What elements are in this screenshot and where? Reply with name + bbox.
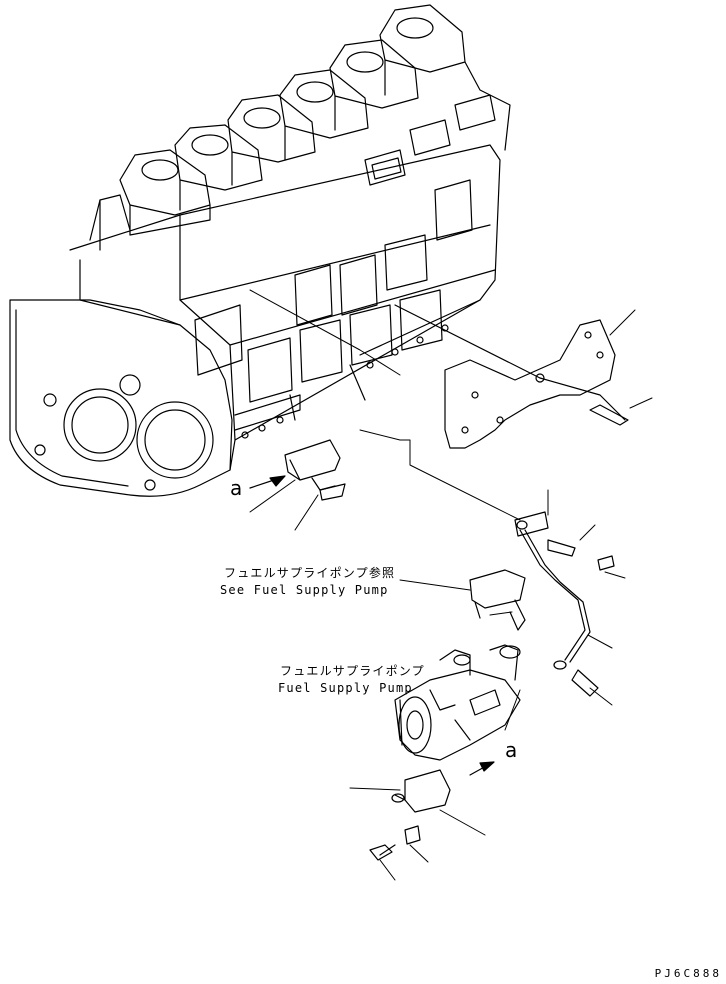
drawing-code: PJ6C888 (654, 967, 722, 980)
supply-pump-ref-label-en: See Fuel Supply Pump (220, 583, 389, 597)
leader-lines (249, 289, 653, 881)
cylinder-head-covers (119, 4, 511, 236)
fuel-supply-pump (369, 644, 521, 861)
mounting-bracket (394, 304, 629, 449)
reference-mark-upper-a: a (230, 476, 243, 500)
lower-left-bracket (284, 439, 346, 501)
supply-pump-ref-label-jp: フュエルサプライポンプ参照 (224, 566, 396, 580)
reference-mark-lower-a: a (505, 738, 518, 762)
supply-pump-label-jp: フュエルサプライポンプ (280, 664, 425, 678)
ref-arrow-upper (269, 475, 286, 487)
ref-arrow-lower (479, 761, 495, 772)
reference-arrows (249, 475, 495, 776)
fuel-pipe-assembly (469, 511, 615, 697)
engine-block (9, 144, 501, 497)
supply-pump-label-en: Fuel Supply Pump (278, 681, 413, 695)
